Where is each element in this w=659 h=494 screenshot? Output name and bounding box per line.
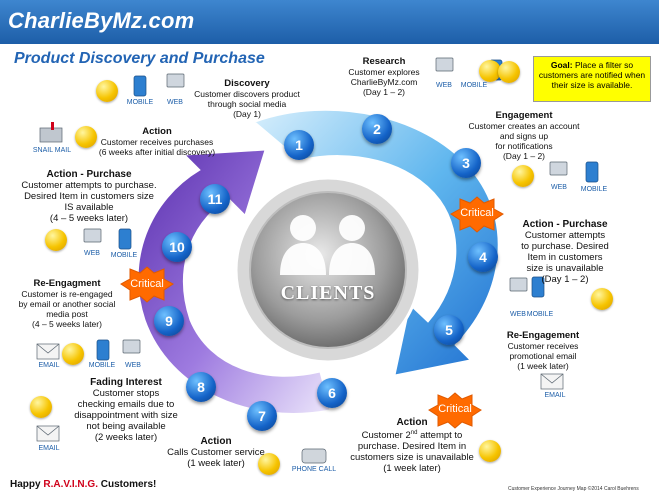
footer-credit: Customer Experience Journey Map ©2014 Ca… xyxy=(508,486,639,492)
channel-email: EMAIL xyxy=(544,392,566,399)
footer-tagline: Happy R.A.V.I.N.G. Customers! xyxy=(10,479,157,490)
step-3: 3 xyxy=(451,148,481,178)
blue-arrow xyxy=(254,109,499,376)
label-action-call: Action Calls Customer service (1 week la… xyxy=(167,436,265,469)
step-11: 11 xyxy=(200,184,230,214)
channel-web: WEB xyxy=(84,250,100,257)
label-re-engagment-left: Re-Engagment Customer is re-engaged by e… xyxy=(18,278,116,329)
upset-face-icon xyxy=(479,440,501,462)
label-action-purchase-right: Action - Purchase Customer attempts to p… xyxy=(521,219,609,285)
label-research: Research Customer explores CharlieByMz.c… xyxy=(348,56,420,97)
channel-mobile: MOBILE xyxy=(110,252,138,259)
happy-face-icon xyxy=(75,126,97,148)
happy-face-icon xyxy=(96,80,118,102)
channel-web: WEB xyxy=(510,311,526,318)
happy-face-icon xyxy=(498,61,520,83)
snail-mail-icon xyxy=(39,122,63,143)
step-4: 4 xyxy=(468,242,498,272)
channel-web: WEB xyxy=(436,82,452,89)
channel-email: EMAIL xyxy=(38,362,60,369)
step-8: 8 xyxy=(186,372,216,402)
label-action-purchase-left: Action - Purchase Customer attempts to p… xyxy=(21,169,157,224)
critical-burst-2 xyxy=(120,266,174,303)
label-action-second-attempt: Action Customer 2nd attempt to purchase.… xyxy=(350,417,474,475)
channel-web: WEB xyxy=(551,184,567,191)
critical-burst-1 xyxy=(450,196,504,233)
sad-face-icon xyxy=(30,396,52,418)
happy-face-icon xyxy=(512,165,534,187)
step-6: 6 xyxy=(317,378,347,408)
phone-icon xyxy=(301,448,327,464)
critical-label-3: Critical xyxy=(438,403,472,415)
channel-mobile: MOBILE xyxy=(460,82,488,89)
channel-web: WEB xyxy=(125,362,141,369)
email-icon xyxy=(36,343,564,442)
label-discovery: Discovery Customer discovers product thr… xyxy=(194,78,300,119)
label-action-receives: Action Customer receives purchases (6 we… xyxy=(98,126,216,157)
step-9: 9 xyxy=(154,306,184,336)
critical-label-1: Critical xyxy=(460,207,494,219)
goal-text: Place a filter so customers are notified… xyxy=(538,60,646,90)
channel-mobile: MOBILE xyxy=(580,186,608,193)
channel-email: EMAIL xyxy=(38,445,60,452)
channel-mobile: MOBILE xyxy=(88,362,116,369)
label-engagement: Engagement Customer creates an account a… xyxy=(468,110,580,161)
clients-label: CLIENTS xyxy=(280,282,376,304)
channel-snail-mail: SNAIL MAIL xyxy=(32,147,72,154)
goal-label: Goal: xyxy=(550,60,573,70)
step-5: 5 xyxy=(434,315,464,345)
step-7: 7 xyxy=(247,401,277,431)
header-bar xyxy=(0,0,659,44)
channel-web: WEB xyxy=(167,99,183,106)
channel-mobile: MOBILE xyxy=(126,99,154,106)
happy-face-icon xyxy=(479,60,501,82)
sad-face-icon xyxy=(258,453,280,475)
web-icon xyxy=(83,57,568,354)
step-2: 2 xyxy=(362,114,392,144)
neutral-face-icon xyxy=(62,343,84,365)
step-1: 1 xyxy=(284,130,314,160)
critical-burst-3 xyxy=(428,392,482,429)
page-title: Product Discovery and Purchase xyxy=(14,50,265,67)
channel-mobile: MOBILE xyxy=(526,311,554,318)
label-fading-interest: Fading Interest Customer stops checking … xyxy=(74,377,178,443)
goal-box: Goal: Place a filter so customers are no… xyxy=(533,56,651,102)
critical-label-2: Critical xyxy=(130,278,164,290)
brand-title: CharlieByMz.com xyxy=(8,8,195,33)
label-re-engagement-right: Re-Engagement Customer receives promotio… xyxy=(506,330,580,371)
clients-icon xyxy=(280,215,375,275)
step-10: 10 xyxy=(162,232,192,262)
channel-phone-call: PHONE CALL xyxy=(291,466,337,473)
happy-face-icon xyxy=(45,229,67,251)
surprised-face-icon xyxy=(591,288,613,310)
